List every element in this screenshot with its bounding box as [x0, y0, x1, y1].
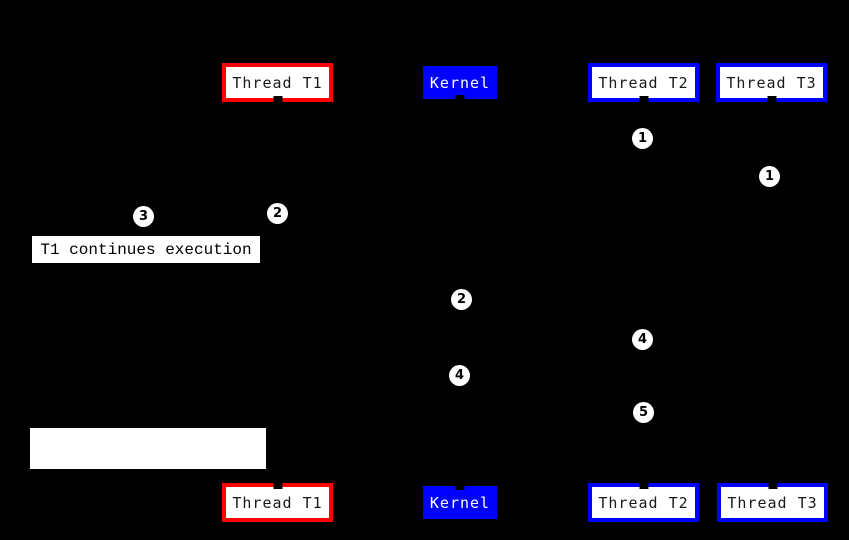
top-thread-t3-box: Thread T3 [716, 63, 827, 102]
top-thread-t2-box: Thread T2 [588, 63, 699, 102]
t1-continues-note-text: T1 continues execution [40, 240, 252, 259]
bottom-kernel-label: Kernel [429, 493, 491, 512]
top-thread-t2-label: Thread T2 [598, 73, 689, 92]
bottom-thread-t3-label: Thread T3 [727, 493, 818, 512]
top-thread-t3-label: Thread T3 [726, 73, 817, 92]
event-marker-1-t2: 1 [632, 128, 653, 149]
event-marker-number: 3 [138, 209, 149, 224]
event-marker-5-t2: 5 [633, 402, 654, 423]
event-marker-2-t1: 2 [267, 203, 288, 224]
event-marker-number: 5 [638, 405, 649, 420]
empty-label-box [30, 428, 266, 469]
bottom-thread-t2-label: Thread T2 [598, 493, 689, 512]
event-marker-number: 2 [456, 292, 467, 307]
event-marker-2-kernel: 2 [451, 289, 472, 310]
t1-continues-note: T1 continues execution [32, 236, 260, 263]
event-marker-4-kernel: 4 [449, 365, 470, 386]
event-marker-number: 1 [764, 169, 775, 184]
event-marker-4-t2: 4 [632, 329, 653, 350]
bottom-kernel-box: Kernel [423, 486, 497, 519]
event-marker-number: 2 [272, 206, 283, 221]
bottom-thread-t1-label: Thread T1 [232, 493, 323, 512]
event-marker-number: 4 [454, 368, 465, 383]
event-marker-1-t3: 1 [759, 166, 780, 187]
bottom-thread-t2-box: Thread T2 [588, 483, 699, 522]
top-kernel-box: Kernel [423, 66, 497, 99]
event-marker-3-t1: 3 [133, 206, 154, 227]
top-thread-t1-box: Thread T1 [222, 63, 333, 102]
bottom-thread-t1-box: Thread T1 [222, 483, 333, 522]
event-marker-number: 4 [637, 332, 648, 347]
event-marker-number: 1 [637, 131, 648, 146]
bottom-thread-t3-box: Thread T3 [717, 483, 828, 522]
top-thread-t1-label: Thread T1 [232, 73, 323, 92]
top-kernel-label: Kernel [429, 73, 491, 92]
